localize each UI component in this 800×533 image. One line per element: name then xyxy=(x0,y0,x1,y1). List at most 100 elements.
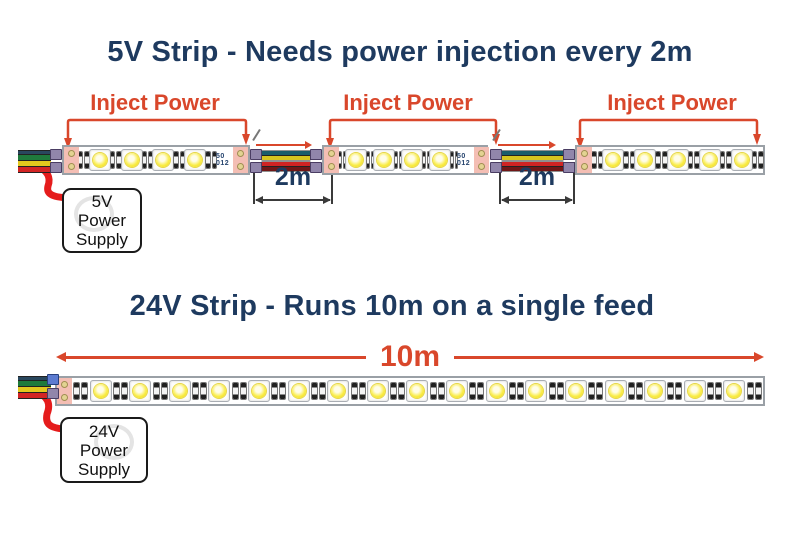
resistor xyxy=(451,152,453,168)
connector-block xyxy=(563,162,575,173)
led-chip xyxy=(670,153,685,167)
led-module xyxy=(564,380,587,402)
resistor xyxy=(510,383,515,399)
resistor xyxy=(518,383,523,399)
resistor xyxy=(624,152,628,168)
resistor xyxy=(589,383,595,399)
led-chip xyxy=(156,153,171,167)
pcb-marking-line: 012 xyxy=(457,160,471,167)
resistor xyxy=(399,383,405,399)
led-chip xyxy=(450,384,465,398)
led-chip xyxy=(377,153,391,167)
led-chip xyxy=(433,153,447,167)
resistor xyxy=(656,152,660,168)
resistor xyxy=(272,383,278,399)
led-module xyxy=(345,149,367,171)
resistor xyxy=(311,383,317,399)
led-module xyxy=(604,380,627,402)
connector-block xyxy=(47,388,59,399)
resistor xyxy=(110,152,115,168)
solder-dot xyxy=(69,151,74,156)
resistor xyxy=(427,152,429,168)
resistor xyxy=(695,152,699,168)
resistor xyxy=(592,152,596,168)
connector-block xyxy=(490,149,502,160)
resistor xyxy=(193,383,199,399)
led-strip-segment-3 xyxy=(575,145,765,175)
resistor-pair xyxy=(451,152,457,168)
resistor xyxy=(720,152,725,168)
led-chip xyxy=(606,153,621,167)
dimension-10m-label: 10m xyxy=(379,340,441,373)
resistor xyxy=(359,383,365,399)
resistor xyxy=(716,383,722,399)
solder-dot xyxy=(329,164,334,169)
resistor-pair xyxy=(627,383,645,399)
resistor xyxy=(597,383,603,399)
connector-block xyxy=(50,149,62,160)
flow-arrow-gap1 xyxy=(256,141,312,149)
solder-dot xyxy=(582,164,587,169)
resistor xyxy=(367,152,369,168)
jumper-wire-ribbon-1 xyxy=(262,151,310,171)
led-chip xyxy=(405,153,419,167)
led-module xyxy=(730,149,753,171)
inject-power-label-1: Inject Power xyxy=(90,90,220,115)
led-chip xyxy=(648,384,663,398)
led-module xyxy=(401,149,423,171)
led-module xyxy=(248,380,271,402)
resistor-pair xyxy=(656,152,667,168)
led-module xyxy=(525,380,548,402)
resistor-pair xyxy=(389,383,407,399)
led-module xyxy=(129,380,152,402)
led-chip xyxy=(370,384,385,398)
resistor-pair xyxy=(624,152,635,168)
led-module xyxy=(666,149,689,171)
solder-dot xyxy=(62,382,67,387)
resistor xyxy=(201,383,207,399)
resistor xyxy=(82,383,88,399)
led-chip xyxy=(529,384,544,398)
led-chip xyxy=(291,384,306,398)
resistor xyxy=(755,383,761,399)
resistor xyxy=(161,383,167,399)
input-wire-ribbon-24v xyxy=(18,376,51,399)
psu-ghost-icon xyxy=(94,424,134,460)
led-chip xyxy=(410,384,425,398)
resistor xyxy=(339,152,341,168)
connector-block xyxy=(250,162,262,173)
resistor xyxy=(636,383,642,399)
resistor-pair xyxy=(423,152,429,168)
connector-block xyxy=(250,149,262,160)
led-module xyxy=(698,149,721,171)
inject-bracket-3 xyxy=(576,118,761,149)
solder-dot xyxy=(69,164,74,169)
resistor xyxy=(747,383,753,399)
resistor-pair xyxy=(395,152,401,168)
solder-dot xyxy=(582,151,587,156)
connector-block xyxy=(50,162,62,173)
resistor xyxy=(180,152,185,168)
resistor xyxy=(557,383,563,399)
connector-block xyxy=(563,149,575,160)
led-module xyxy=(168,380,191,402)
resistor-pair xyxy=(72,383,90,399)
led-chip xyxy=(331,384,346,398)
led-module xyxy=(406,380,429,402)
resistor-pair xyxy=(79,152,89,168)
resistor xyxy=(759,152,764,168)
psu-line3: Supply xyxy=(76,230,128,249)
resistor xyxy=(351,383,357,399)
solder-dot xyxy=(237,164,243,169)
resistor xyxy=(752,152,757,168)
resistor xyxy=(395,152,397,168)
resistor xyxy=(549,383,555,399)
led-module xyxy=(287,380,310,402)
resistor-pair xyxy=(339,152,345,168)
psu-line2: Power xyxy=(79,440,129,460)
resistor xyxy=(371,152,373,168)
resistor-pair xyxy=(151,383,169,399)
